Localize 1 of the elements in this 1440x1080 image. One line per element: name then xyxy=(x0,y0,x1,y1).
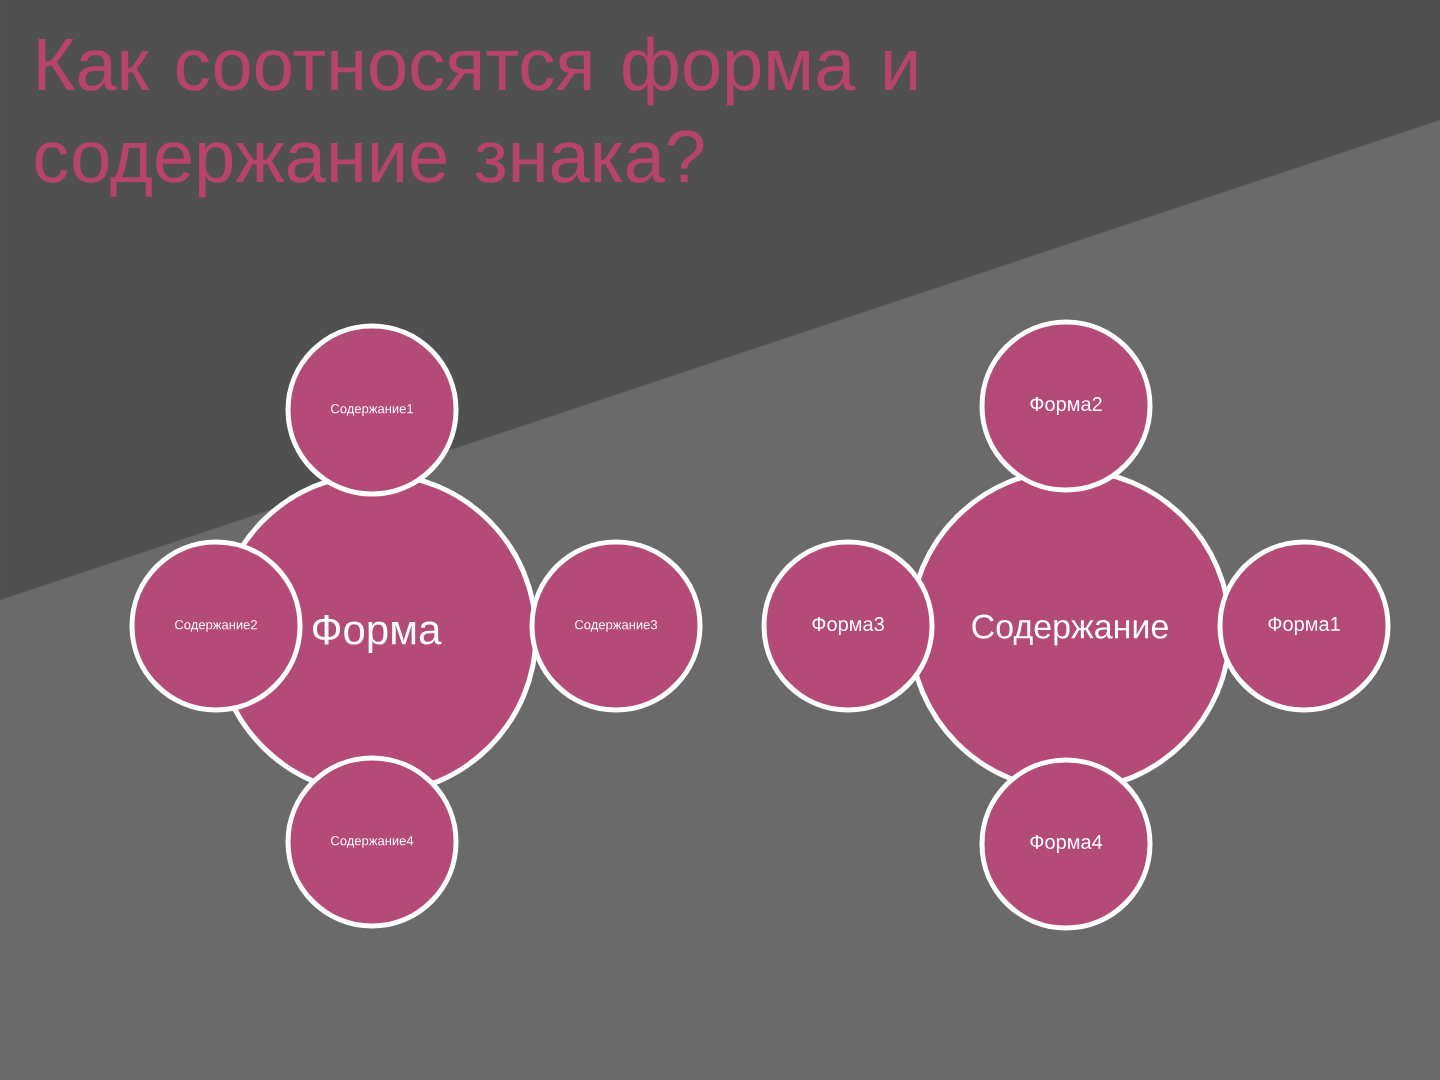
slide-title: Как соотносятся форма и содержание знака? xyxy=(35,36,917,198)
